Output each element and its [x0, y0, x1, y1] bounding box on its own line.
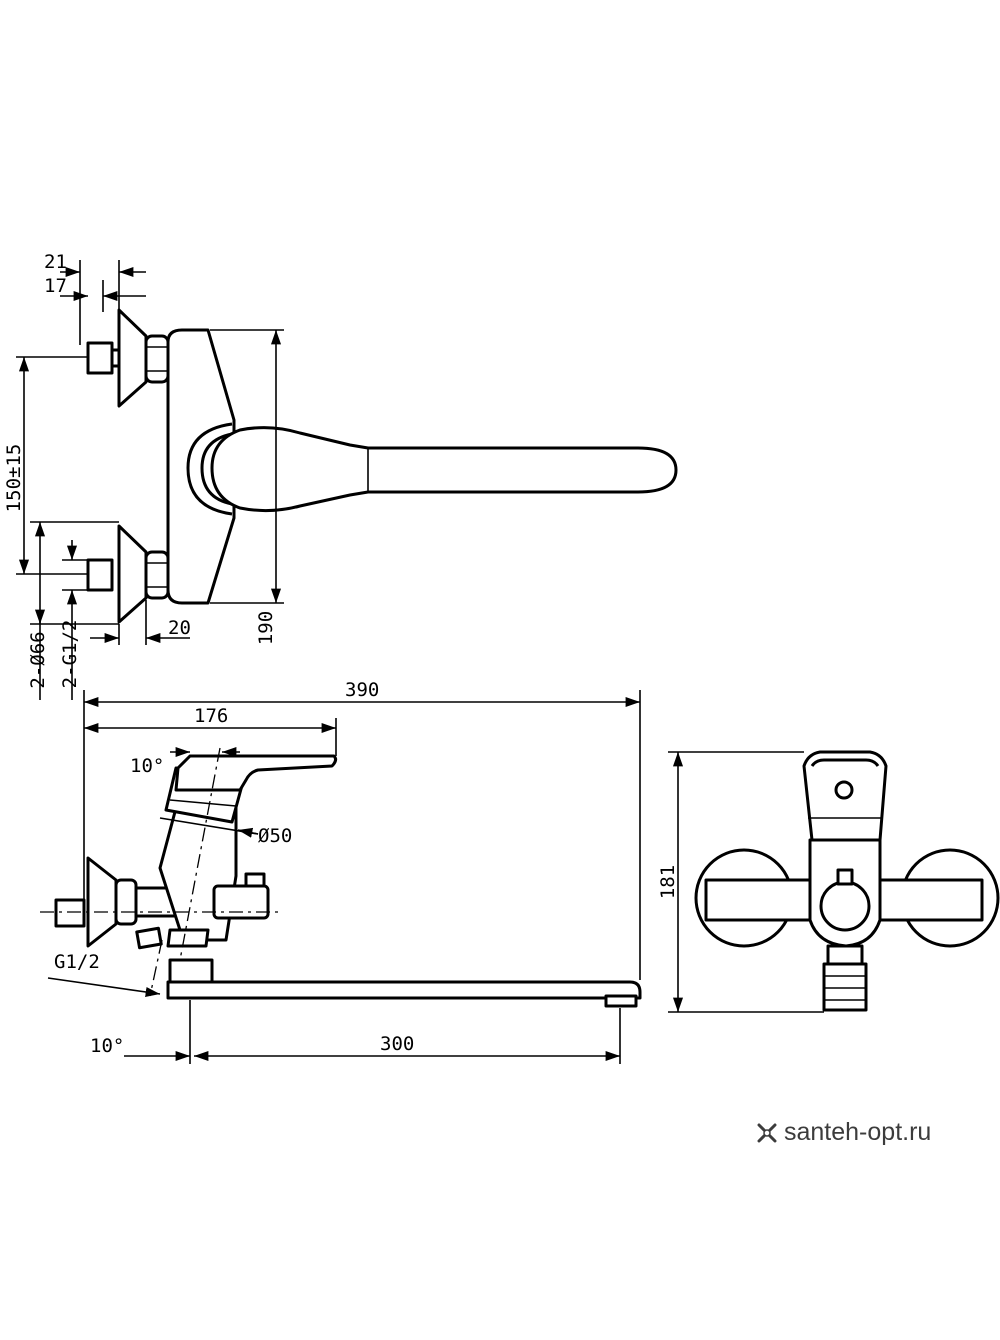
- dim-17: 17: [44, 275, 67, 297]
- dim-181: 181: [657, 865, 679, 899]
- dim-g12: G1/2: [54, 951, 100, 973]
- dim-190: 190: [255, 611, 277, 645]
- dim-300: 300: [380, 1033, 414, 1055]
- dim-g12-pair: 2-G1/2: [59, 620, 81, 689]
- top-view-dimensions: 21 17 150±15 2-Ø66 2-G1/2 20: [3, 251, 284, 700]
- dim-20: 20: [168, 617, 191, 639]
- watermark-text: santeh-opt.ru: [784, 1118, 932, 1146]
- top-view: [86, 308, 678, 624]
- dim-390: 390: [345, 679, 379, 701]
- dim-176: 176: [194, 705, 228, 727]
- front-view-dimensions: 181: [657, 751, 824, 1013]
- dim-150: 150±15: [3, 444, 25, 513]
- side-view: [40, 747, 642, 1008]
- watermark: santeh-opt.ru: [756, 1118, 931, 1147]
- front-view: [694, 750, 1000, 1012]
- cross-x-icon: [757, 1123, 777, 1142]
- dim-angle-bottom: 10°: [90, 1035, 124, 1057]
- side-view-dimensions: 390 176 10° Ø50 G1/2 10° 300: [47, 679, 641, 1064]
- dim-66: 2-Ø66: [27, 631, 49, 688]
- dim-50: Ø50: [258, 825, 292, 847]
- dim-21: 21: [44, 251, 67, 273]
- dim-angle-top: 10°: [130, 755, 164, 777]
